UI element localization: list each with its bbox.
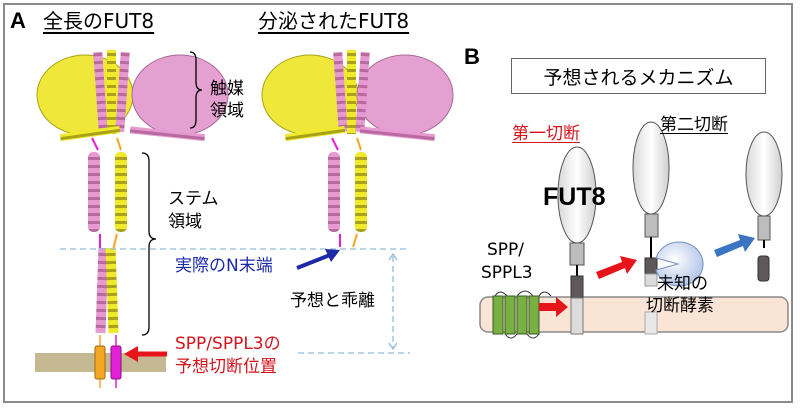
secreted-fut8-structure — [261, 50, 454, 248]
stem-label-2: 領域 — [168, 212, 202, 232]
predicted-site-label-1: SPP/SPPL3の — [175, 334, 281, 354]
predicted-site-label-2: 予想切断位置 — [175, 357, 277, 377]
spp-label-2: SPPL3 — [481, 263, 533, 283]
mechanism-title: 予想されるメカニズム — [543, 66, 734, 89]
fut8-full-length-model — [557, 146, 597, 335]
full-length-title: 全長のFUT8 — [43, 9, 155, 33]
actual-n-term-label: 実際のN末端 — [175, 256, 273, 276]
unknown-enzyme-label-2: 切断酵素 — [646, 296, 714, 316]
spp-sppl3-protein — [492, 290, 552, 339]
mechanism-title-box: 予想されるメカニズム — [511, 58, 766, 94]
panel-b-letter: B — [464, 44, 480, 69]
stem-helix-yellow — [115, 152, 127, 232]
fut8-intermediate-model — [632, 121, 670, 335]
catalytic-brace — [189, 51, 203, 129]
deviation-label: 予想と乖離 — [290, 291, 375, 311]
stem-helix-pink — [88, 152, 100, 232]
first-cleavage-arrow — [539, 297, 568, 317]
fut8-label: FUT8 — [543, 183, 606, 211]
panel-a-letter: A — [10, 8, 26, 33]
cleaved-stub — [757, 255, 770, 282]
secreted-title: 分泌されたFUT8 — [258, 9, 410, 33]
unknown-protease-pacman — [655, 241, 704, 287]
stem-brace — [141, 152, 157, 336]
spp-label-1: SPP/ — [487, 240, 525, 260]
n-term-arrow — [296, 253, 331, 270]
catalytic-label-2: 領域 — [210, 101, 244, 121]
unknown-enzyme-label-1: 未知の — [657, 274, 708, 294]
first-cleavage-label: 第一切断 — [512, 124, 580, 144]
catalytic-label-1: 触媒 — [210, 79, 244, 99]
fut8-secreted-model — [745, 131, 783, 282]
release-arrow — [714, 234, 755, 257]
tm-segment-orange — [94, 345, 106, 380]
to-second-cleavage-arrow — [596, 256, 637, 279]
figure-frame — [3, 3, 793, 403]
full-length-fut8-structure — [36, 50, 229, 334]
stem-label-1: ステム — [168, 189, 219, 209]
tm-segment-magenta — [110, 345, 122, 380]
second-cleavage-label: 第二切断 — [660, 115, 728, 135]
